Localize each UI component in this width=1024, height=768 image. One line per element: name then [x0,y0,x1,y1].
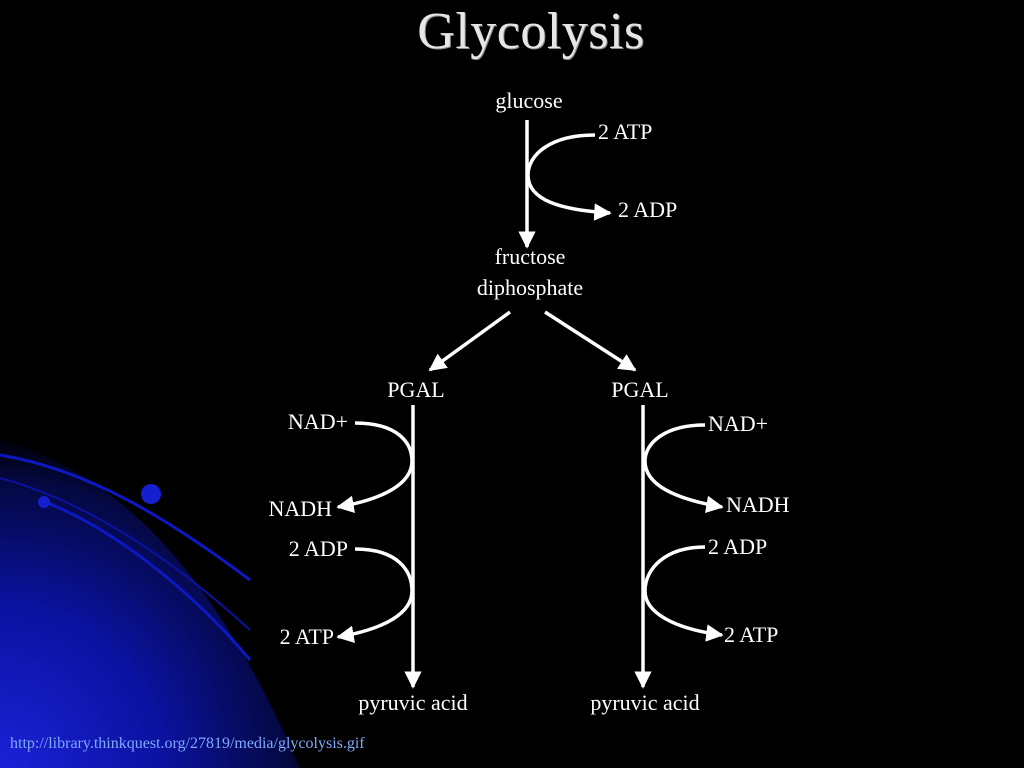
right-pgal-label: PGAL [611,377,668,402]
left-nad-curve [336,421,414,513]
atp-investment-curve [526,133,612,221]
right-atp-label: 2 ATP [724,622,778,647]
left-adp-label: 2 ADP [289,536,348,561]
right-nadh-label: NADH [726,492,790,517]
left-pyruvic-acid-label: pyruvic acid [358,690,467,715]
glucose-label: glucose [495,88,562,113]
right-nad-curve [643,423,724,513]
left-nadh-label: NADH [268,496,332,521]
fructose-label: fructose [495,244,566,269]
glycolysis-diagram: glucose 2 ATP 2 ADP fructose diphosphate… [268,88,790,715]
split-left-arrow [428,310,512,372]
left-nad-label: NAD+ [288,409,348,434]
diphosphate-label: diphosphate [477,275,583,300]
left-pgal-label: PGAL [387,377,444,402]
slide-title: Glycolysis [417,3,645,60]
left-adp-curve [336,547,414,643]
split-right-arrow [544,310,637,372]
right-pyruvic-acid-label: pyruvic acid [590,690,699,715]
investment-adp-label: 2 ADP [618,197,677,222]
source-url-link[interactable]: http://library.thinkquest.org/27819/medi… [10,735,365,752]
right-adp-label: 2 ADP [708,534,767,559]
right-nad-label: NAD+ [708,411,768,436]
investment-atp-label: 2 ATP [598,119,652,144]
left-atp-label: 2 ATP [280,624,334,649]
right-adp-curve [643,545,724,642]
